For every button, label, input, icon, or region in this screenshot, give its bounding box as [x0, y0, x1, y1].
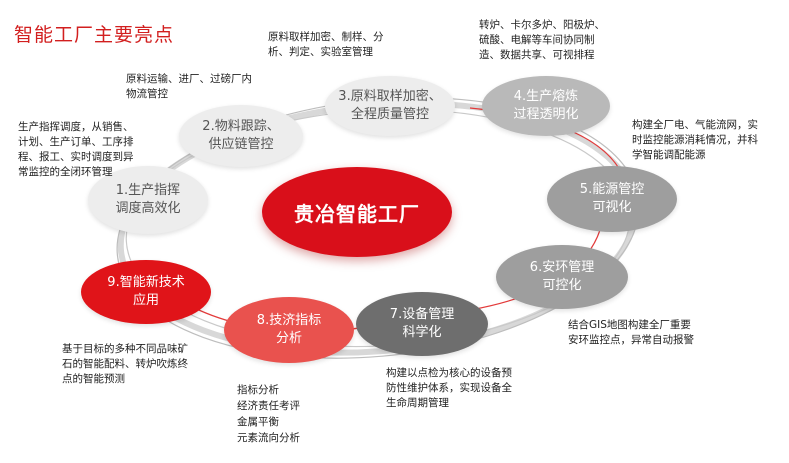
desc-8-item: 指标分析	[237, 384, 279, 396]
desc-2: 原料运输、进厂、过磅厂内 物流管控	[126, 73, 252, 100]
desc-8-list: 指标分析 经济责任考评 金属平衡 元素流向分析	[237, 382, 300, 446]
node-2-material-tracking: 2.物料跟踪、 供应链管控	[179, 105, 303, 167]
desc-4: 转炉、卡尔多炉、阳极炉、 硫酸、电解等车间协同制 造、数据共享、可视排程	[479, 19, 605, 61]
node-7-equipment-management: 7.设备管理 科学化	[356, 292, 488, 356]
node-8-technical-indicators: 8.技济指标 分析	[224, 297, 354, 363]
desc-5: 构建全厂电、气能流网，实 时监控能源消耗情况，并科 学智能调配能源	[632, 119, 758, 161]
desc-8-item: 元素流向分析	[237, 432, 300, 444]
desc-7: 构建以点检为核心的设备预 防性维护体系，实现设备全 生命周期管理	[386, 367, 512, 409]
center-title: 贵冶智能工厂	[262, 167, 452, 257]
desc-8-item: 金属平衡	[237, 416, 279, 428]
node-5-energy-control: 5.能源管控 可视化	[547, 166, 677, 232]
desc-8-item: 经济责任考评	[237, 400, 300, 412]
node-4-smelting-transparency: 4.生产熔炼 过程透明化	[482, 76, 610, 136]
node-3-quality-control: 3.原料取样加密、 全程质量管控	[325, 76, 455, 136]
desc-9: 基于目标的多种不同品味矿 石的智能配料、转炉吹炼终 点的智能预测	[62, 343, 188, 385]
page-title: 智能工厂主要亮点	[14, 24, 175, 46]
desc-1: 生产指挥调度，从销售、 计划、生产订单、工序排 程、报工、实时调度到异 常监控的…	[18, 121, 134, 178]
desc-3: 原料取样加密、制样、分 析、判定、实验室管理	[268, 31, 384, 58]
node-1-production-dispatch: 1.生产指挥 调度高效化	[88, 166, 208, 234]
desc-6: 结合GIS地图构建全厂重要 安环监控点，异常自动报警	[568, 319, 694, 346]
node-9-new-technology: 9.智能新技术 应用	[81, 260, 211, 324]
node-6-safety-environment: 6.安环管理 可控化	[496, 245, 628, 309]
